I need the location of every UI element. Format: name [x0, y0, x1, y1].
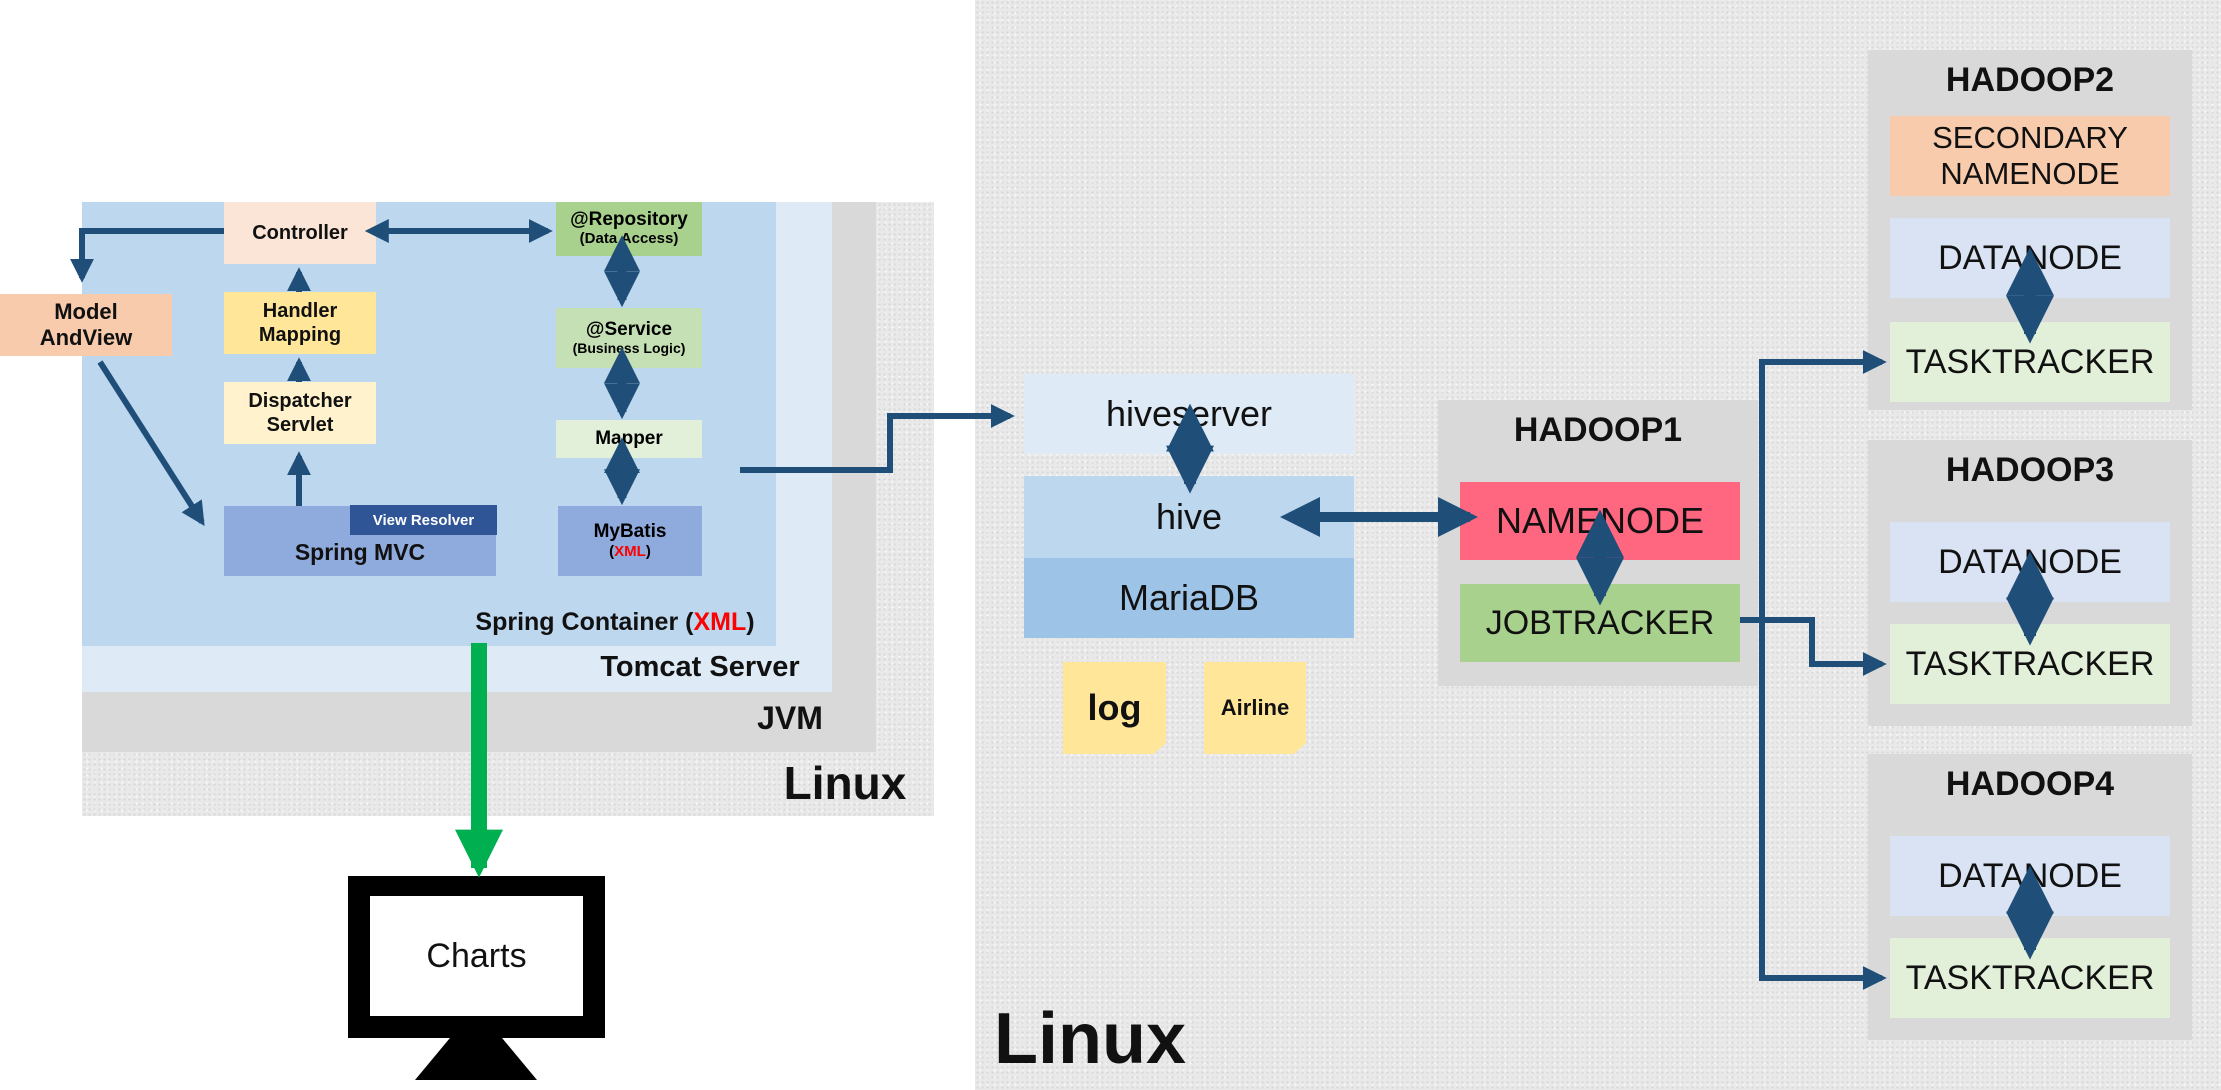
namenode-box: NAMENODE — [1460, 482, 1740, 560]
controller-box: Controller — [224, 202, 376, 264]
hadoop2-datanode-box: DATANODE — [1890, 218, 2170, 298]
hadoop2-tasktracker-box: TASKTRACKER — [1890, 322, 2170, 402]
dispatcher-servlet-box: Dispatcher Servlet — [224, 382, 376, 444]
mybatis-paren-open: ( — [609, 543, 615, 561]
mybatis-paren-close: ) — [645, 543, 651, 561]
hadoop2-title: HADOOP2 — [1945, 60, 2115, 99]
hiveserver-box: hiveserver — [1024, 374, 1354, 454]
note-log: log — [1063, 662, 1166, 754]
hadoop3-title: HADOOP3 — [1945, 450, 2115, 489]
model-andview-box: Model AndView — [0, 294, 172, 356]
hive-box: hive — [1024, 476, 1354, 558]
mybatis-xml-line: (XML) — [609, 543, 651, 560]
hadoop2-secondary-box: SECONDARY NAMENODE — [1890, 116, 2170, 196]
jobtracker-box: JOBTRACKER — [1460, 584, 1740, 662]
spring-container-xml: XML — [693, 607, 747, 636]
mariadb-box: MariaDB — [1024, 558, 1354, 638]
mapper-box: Mapper — [556, 420, 702, 458]
mybatis-label: MyBatis — [593, 521, 667, 543]
spring-container-close: ) — [746, 607, 755, 636]
linux-left-label: Linux — [783, 757, 907, 809]
view-resolver-box: View Resolver — [350, 505, 497, 535]
spring-container-label: Spring Container (XML) — [460, 600, 770, 644]
hadoop4-tasktracker-box: TASKTRACKER — [1890, 938, 2170, 1018]
service-sub: (Business Logic) — [572, 339, 686, 356]
spring-container-text: Spring Container ( — [475, 607, 694, 636]
mybatis-xml: XML — [614, 543, 646, 561]
note-airline: Airline — [1204, 662, 1306, 754]
charts-monitor: Charts — [348, 876, 605, 1038]
linux-right-label: Linux — [994, 999, 1186, 1079]
hadoop4-datanode-box: DATANODE — [1890, 836, 2170, 916]
service-label: @Service — [585, 318, 673, 340]
hadoop3-tasktracker-box: TASKTRACKER — [1890, 624, 2170, 704]
tomcat-label: Tomcat Server — [600, 650, 800, 683]
repository-sub: (Data Access) — [579, 230, 679, 248]
handler-mapping-box: Handler Mapping — [224, 292, 376, 354]
repository-box: @Repository (Data Access) — [556, 202, 702, 256]
charts-screen: Charts — [370, 896, 583, 1016]
mybatis-box: MyBatis (XML) — [558, 506, 702, 576]
hadoop3-datanode-box: DATANODE — [1890, 522, 2170, 602]
hadoop4-title: HADOOP4 — [1945, 764, 2115, 803]
hadoop1-title: HADOOP1 — [1513, 410, 1683, 449]
monitor-stand — [415, 1036, 537, 1080]
service-box: @Service (Business Logic) — [556, 308, 702, 368]
repository-label: @Repository — [570, 209, 688, 231]
jvm-label: JVM — [757, 699, 823, 736]
